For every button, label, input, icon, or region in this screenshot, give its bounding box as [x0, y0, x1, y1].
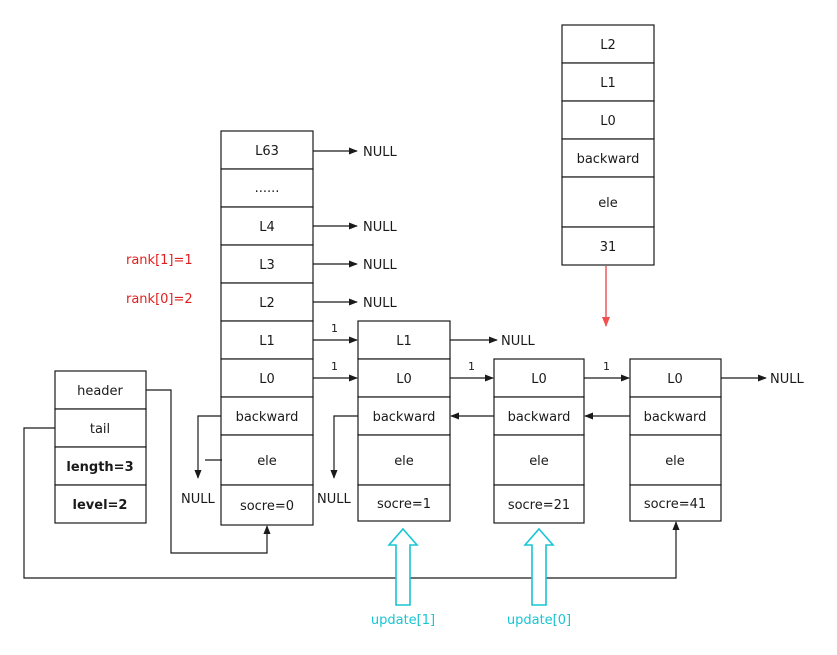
- header-field: [54, 370, 147, 410]
- header-l0-span-label: 1: [331, 360, 338, 373]
- l2-null-label: NULL: [363, 296, 397, 311]
- newnode-ele-label: ele: [598, 196, 618, 211]
- l3-null-label: NULL: [363, 258, 397, 273]
- zset-struct: header tail length=3 level=2: [54, 370, 147, 524]
- node1-level-1-label: L1: [396, 334, 412, 349]
- newnode-level-2: [561, 24, 655, 64]
- node1-ele-label: ele: [394, 454, 414, 469]
- node2-ele-label: ele: [529, 454, 549, 469]
- rank1-label: rank[1]=1: [126, 253, 193, 268]
- node3-score-label: socre=41: [644, 497, 706, 512]
- node3-score: [629, 484, 722, 522]
- node1-l1-null-label: NULL: [501, 334, 535, 349]
- header-backward-arrow: [194, 415, 221, 479]
- update0-label: update[0]: [507, 613, 571, 628]
- node1-score: [357, 484, 451, 522]
- tail-label: tail: [90, 422, 110, 437]
- header-level-3-label: L3: [259, 258, 275, 273]
- node2-level-0: [493, 358, 585, 398]
- node3-backward-label: backward: [644, 410, 707, 425]
- backward-pointers: NULL NULL: [181, 412, 630, 507]
- header-null-pointers: NULL NULL NULL NULL: [313, 145, 397, 311]
- node1-score-label: socre=1: [377, 497, 431, 512]
- update0-arrow-icon: [523, 527, 555, 606]
- zset-pointers: [23, 389, 680, 579]
- level-field: [54, 484, 147, 524]
- header-level-1: [220, 320, 314, 360]
- node1-ele: [357, 434, 451, 486]
- tail-pointer-arrow: [23, 427, 680, 579]
- header-backward: [220, 396, 314, 436]
- node1-backward-label: backward: [373, 410, 436, 425]
- newnode-level-0: [561, 100, 655, 140]
- header-l1-span-label: 1: [331, 322, 338, 335]
- node2-backward: [493, 396, 585, 436]
- newnode-score: [561, 226, 655, 266]
- node2-score: [493, 484, 585, 524]
- node3-l0-null-label: NULL: [770, 372, 804, 387]
- node1-backward-arrow: [330, 415, 358, 479]
- node2-ele: [493, 434, 585, 486]
- header-backward-null-label: NULL: [181, 492, 215, 507]
- header-level-3: [220, 244, 314, 284]
- header-level-4-label: L4: [259, 220, 275, 235]
- newnode-level-0-label: L0: [600, 114, 616, 129]
- l63-null-label: NULL: [363, 145, 397, 160]
- node2-score-label: socre=21: [508, 498, 570, 513]
- header-level-2-label: L2: [259, 296, 275, 311]
- newnode-backward-label: backward: [577, 152, 640, 167]
- newnode-backward: [561, 138, 655, 178]
- header-node: L63 ...... L4 L3 L2 L1 L0 backward ele s…: [220, 130, 314, 526]
- header-label: header: [77, 384, 123, 399]
- length-label: length=3: [66, 460, 133, 475]
- header-ele-label: ele: [257, 454, 277, 469]
- tail-field: [54, 408, 147, 448]
- header-level-1-label: L1: [259, 334, 275, 349]
- node2-backward-label: backward: [508, 410, 571, 425]
- header-level-0-label: L0: [259, 372, 275, 387]
- newnode-level-1: [561, 62, 655, 102]
- header-level-63-label: L63: [255, 144, 279, 159]
- node1-l0-span-label: 1: [468, 360, 475, 373]
- forward-pointers: 1 1 NULL 1 1 NULL: [313, 322, 804, 387]
- l4-null-label: NULL: [363, 220, 397, 235]
- header-pointer-arrow: [146, 389, 271, 554]
- header-level-ellipsis-label: ......: [255, 181, 280, 196]
- node-2: L0 backward ele socre=21: [493, 358, 585, 524]
- new-node: L2 L1 L0 backward ele 31: [561, 24, 655, 266]
- node1-level-0-label: L0: [396, 372, 412, 387]
- node1-level-0: [357, 358, 451, 398]
- header-score: [220, 484, 314, 526]
- header-backward-label: backward: [236, 410, 299, 425]
- node2-l0-span-label: 1: [603, 360, 610, 373]
- header-level-ellipsis: [220, 168, 314, 208]
- newnode-level-1-label: L1: [600, 76, 616, 91]
- node2-level-0-label: L0: [531, 372, 547, 387]
- newnode-level-2-label: L2: [600, 38, 616, 53]
- update1-label: update[1]: [371, 613, 435, 628]
- update1-arrow-icon: [387, 527, 419, 606]
- node-1: L1 L0 backward ele socre=1: [357, 320, 451, 522]
- header-score-label: socre=0: [240, 499, 294, 514]
- node3-ele: [629, 434, 722, 486]
- node1-backward-null-label: NULL: [317, 492, 351, 507]
- level-label: level=2: [73, 498, 128, 513]
- newnode-score-label: 31: [600, 240, 617, 255]
- node3-ele-label: ele: [665, 454, 685, 469]
- node3-level-0-label: L0: [667, 372, 683, 387]
- rank0-label: rank[0]=2: [126, 292, 193, 307]
- node-3: L0 backward ele socre=41: [629, 358, 722, 522]
